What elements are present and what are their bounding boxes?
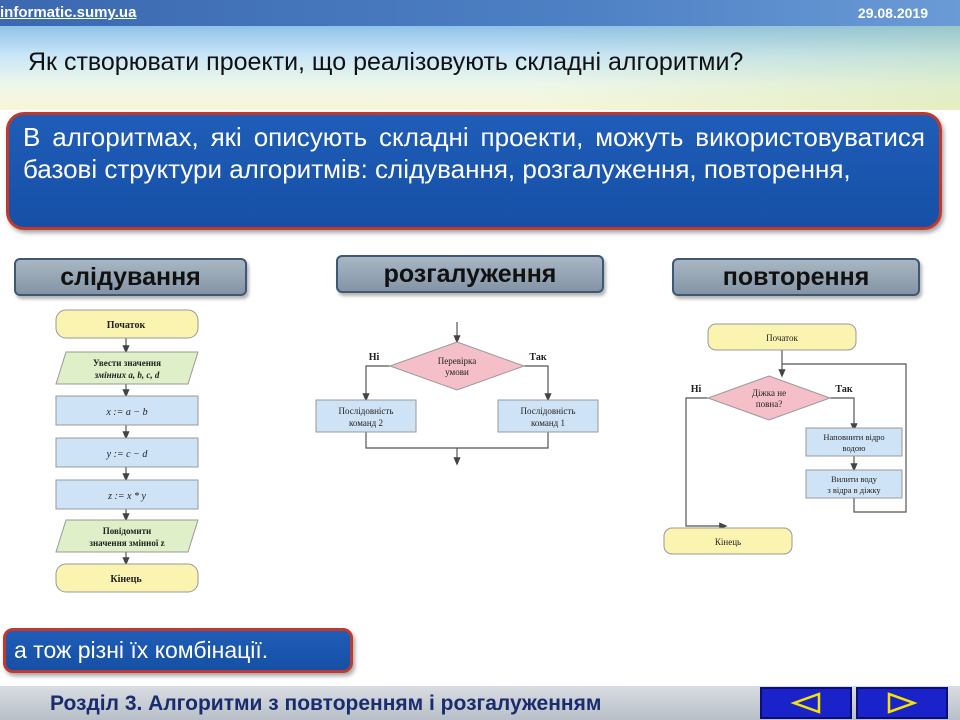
loop-step2-line1: Вилити воду — [831, 474, 878, 484]
loop-condition-line2: повна? — [756, 399, 782, 409]
loop-end-block — [663, 527, 793, 555]
label-branch: розгалуження — [336, 255, 604, 293]
seq-output-line2: значення змінної z — [89, 538, 164, 548]
date-label: 29.08.2019 — [857, 5, 928, 21]
seq-start-text: Початок — [107, 320, 146, 331]
seq-process-y-text: y := c − d — [106, 449, 149, 460]
branch-condition — [388, 341, 526, 391]
branch-flowchart: Перевірка умови Ні Так Послідовність ком… — [315, 322, 599, 466]
loop-end-text: Кінець — [715, 537, 741, 547]
loop-start-text: Початок — [766, 333, 798, 343]
label-branch-text: розгалуження — [383, 259, 557, 288]
page-title: Як створювати проекти, що реалізовують с… — [28, 48, 744, 76]
loop-step2-block — [805, 469, 903, 499]
label-loop: повторення — [672, 258, 920, 296]
seq-process-x — [55, 395, 199, 426]
prev-slide-button[interactable] — [760, 687, 852, 719]
top-bar: informatic.sumy.ua 29.08.2019 — [0, 0, 960, 26]
sequence-flowchart: Початок Увести значення змінних a, b, c,… — [55, 309, 199, 593]
seq-process-z-text: z := x * y — [107, 491, 146, 502]
seq-start-block — [55, 309, 199, 339]
loop-step1-line1: Наповнити відро — [823, 432, 884, 442]
loop-flowchart: Початок Діжка не повна? Ні Так Наповнити… — [663, 323, 907, 555]
intro-box: В алгоритмах, які описують складні проек… — [6, 112, 942, 230]
loop-condition-line1: Діжка не — [752, 388, 786, 398]
intro-text: В алгоритмах, які описують складні проек… — [23, 122, 925, 184]
triangle-right-icon — [887, 692, 918, 714]
label-sequence-text: слідування — [60, 262, 201, 291]
loop-no-label: Ні — [691, 384, 702, 395]
loop-step2-line2: з відра в діжку — [827, 485, 881, 495]
branch-left-line1: Послідовність — [339, 406, 394, 416]
branch-condition-line1: Перевірка — [438, 356, 476, 366]
combination-text: а тож різні їх комбінації. — [14, 637, 269, 663]
branch-yes-label: Так — [529, 352, 546, 363]
triangle-left-icon — [790, 692, 821, 714]
branch-right-line1: Послідовність — [521, 406, 576, 416]
seq-input-block — [55, 351, 199, 385]
label-sequence: слідування — [14, 258, 247, 296]
loop-step1-line2: водою — [843, 443, 867, 453]
seq-end-text: Кінець — [110, 574, 142, 585]
loop-yes-label: Так — [835, 384, 852, 395]
loop-start-block — [707, 323, 857, 351]
title-band — [0, 26, 960, 110]
seq-end-block — [55, 563, 199, 593]
branch-right-block — [497, 399, 599, 433]
seq-input-line2: змінних a, b, c, d — [94, 370, 160, 380]
loop-condition — [706, 375, 832, 421]
seq-process-z — [55, 479, 199, 510]
footer-text: Розділ 3. Алгоритми з повторенням і розг… — [50, 692, 602, 715]
seq-output-line1: Повідомити — [103, 526, 151, 536]
label-loop-text: повторення — [722, 262, 870, 291]
branch-left-block — [315, 399, 417, 433]
site-link[interactable]: informatic.sumy.ua — [0, 4, 137, 21]
combination-box: а тож різні їх комбінації. — [3, 628, 353, 673]
loop-step1-block — [805, 427, 903, 457]
seq-input-line1: Увести значення — [93, 358, 161, 368]
seq-process-y — [55, 437, 199, 468]
branch-right-line2: команд 1 — [531, 418, 565, 428]
seq-process-x-text: x := a − b — [105, 407, 147, 418]
branch-condition-line2: умови — [445, 367, 469, 377]
branch-left-line2: команд 2 — [349, 418, 383, 428]
seq-output-block — [55, 519, 199, 553]
next-slide-button[interactable] — [856, 687, 948, 719]
branch-no-label: Ні — [369, 352, 380, 363]
